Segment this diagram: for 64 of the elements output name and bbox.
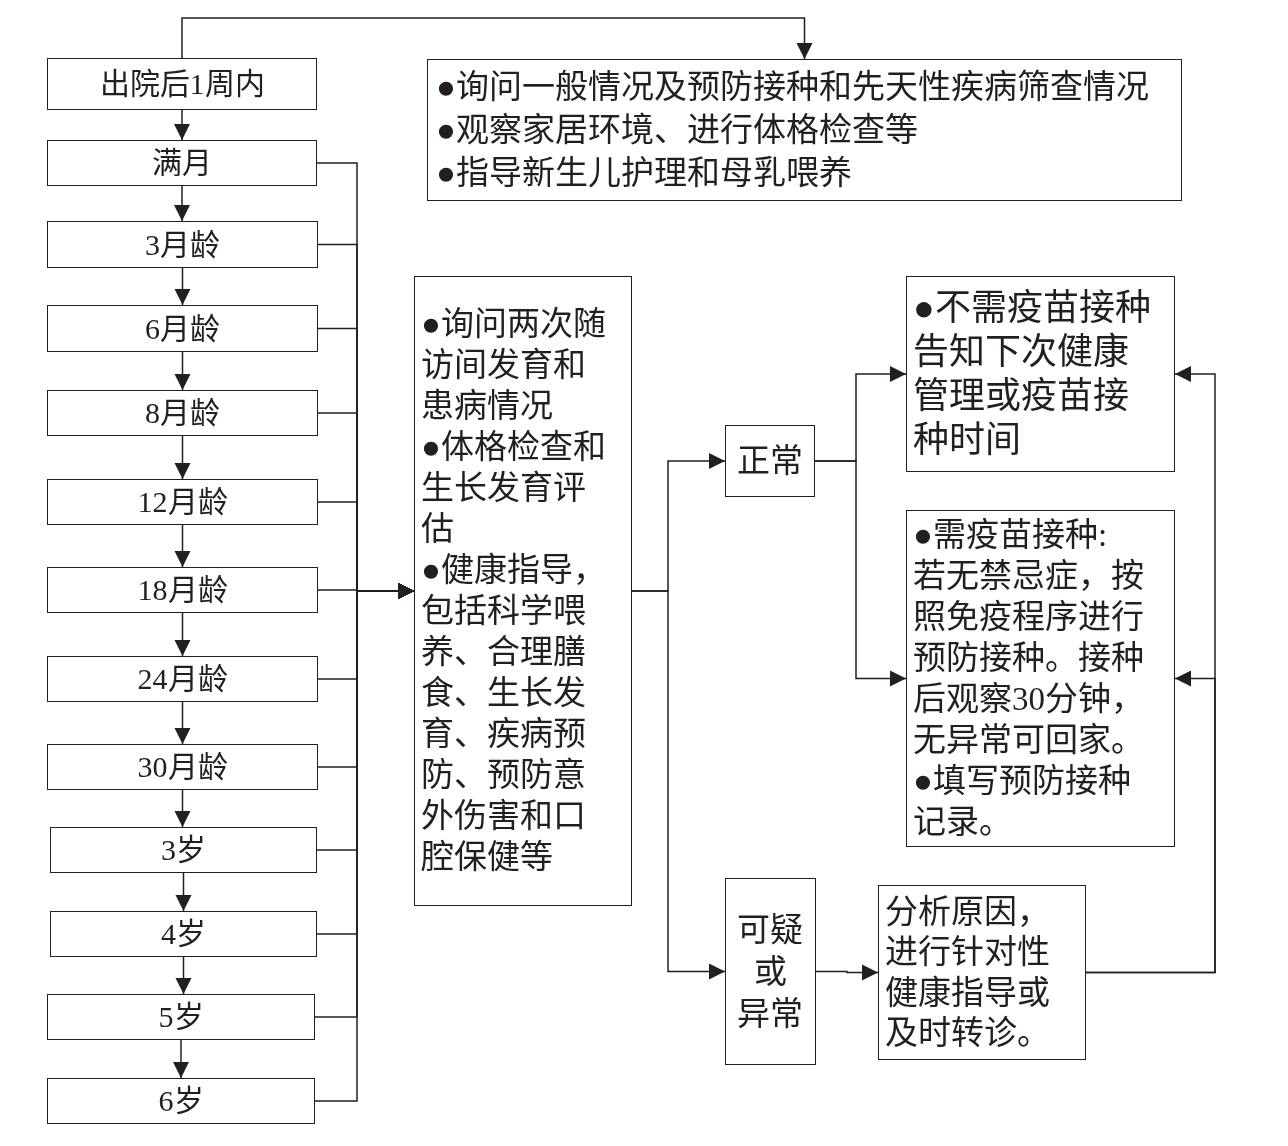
step-box [47,140,317,186]
step-label: 3月龄 [145,226,220,263]
step-box [47,656,318,702]
item-text: ●需疫苗接种: [913,515,1109,555]
arrow [181,17,813,60]
step-label: 6岁 [158,1083,204,1119]
arrow [175,956,192,995]
info-box [414,276,632,906]
item-text: ●询问一般情况及预防接种和先天性疾病筛查情况 [436,67,1149,107]
arrow [174,435,191,480]
arrow [174,524,191,568]
item-text: 告知下次健康管理或疫苗接种时间 [913,331,1130,462]
arrow [175,872,192,912]
step-label: 8月龄 [145,395,220,431]
action-box [878,885,1086,1060]
arrow [174,185,190,222]
arrow [174,267,191,306]
outcome-label: 可疑或异常 [736,910,805,1034]
action-box [906,510,1175,847]
step-label: 12月龄 [137,484,228,520]
step-box [50,827,317,873]
step-box [47,58,317,110]
step-label: 满月 [152,145,212,181]
step-label: 5岁 [158,999,204,1035]
arrow [174,701,191,745]
arrow [174,351,191,391]
arrow [173,1039,189,1079]
step-box [47,744,318,790]
step-box [50,911,317,957]
arrow [174,612,191,657]
item-text: ●观察家居环境、进行体格检查等 [436,110,918,150]
step-label: 出院后1周内 [99,66,265,102]
item-text: ●询问两次随访间发育和患病情况 [421,305,607,426]
outcome-box [725,878,816,1065]
arrow [815,964,879,981]
arrow [174,789,191,828]
step-box [47,994,315,1040]
step-box [47,567,318,613]
item-text: 分析原因，进行针对性健康指导或及时转诊。 [885,892,1051,1053]
arrow [631,590,726,980]
step-label: 3岁 [161,832,206,868]
arrow [174,109,190,141]
step-box [47,1078,315,1124]
step-box [47,390,318,436]
step-label: 6月龄 [145,310,220,347]
step-label: 30月龄 [137,749,228,785]
info-box [427,59,1182,201]
action-box [906,276,1175,472]
arrow [1085,670,1216,974]
item-text: ●不需疫苗接种 [913,287,1152,330]
step-label: 4岁 [161,916,206,952]
item-text: ●指导新生儿护理和母乳喂养 [436,153,852,193]
outcome-box [725,425,815,497]
step-label: 24月龄 [137,661,228,697]
step-label: 18月龄 [137,572,228,608]
item-text: ●健康指导，包括科学喂养、合理膳食、生长发育、疾病预防、预防意外伤害和口腔保健等 [421,551,607,877]
outcome-label: 正常 [737,442,803,481]
item-text: ●填写预防接种记录。 [913,761,1132,842]
step-box [47,479,318,525]
item-text: 若无禁忌症，按照免疫程序进行预防接种。接种后观察30分钟，无异常可回家。 [913,556,1145,760]
step-box [47,305,318,352]
step-box [47,221,318,268]
item-text: ●体格检查和生长发育评估 [421,428,607,549]
arrow [814,460,907,687]
